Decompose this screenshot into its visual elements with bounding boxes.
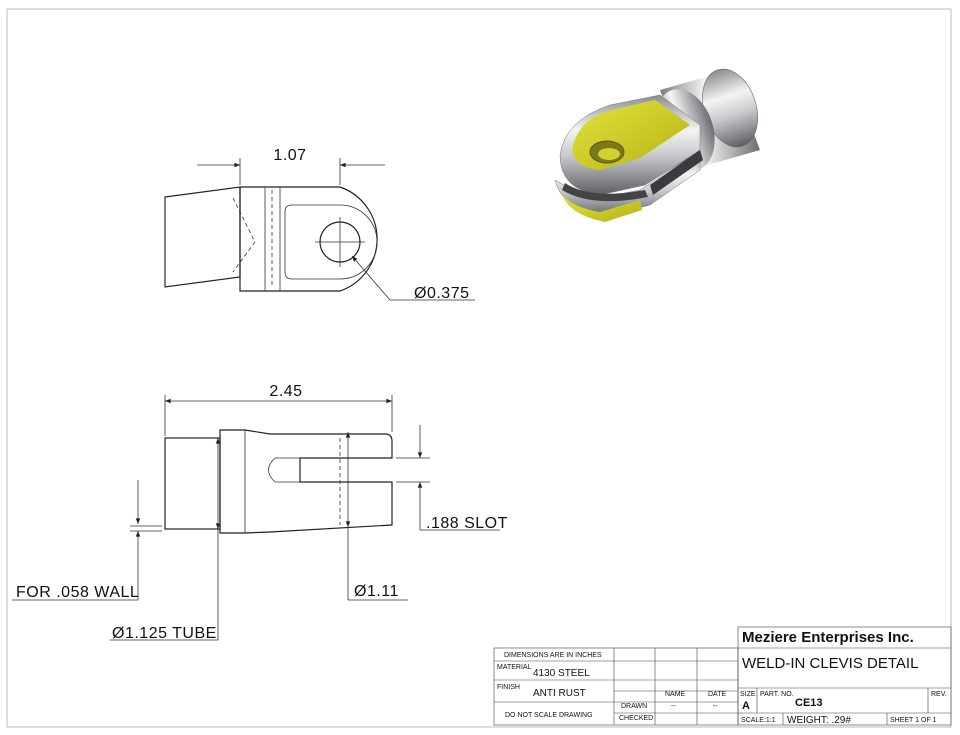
side-view: 2.45 Ø1.125 TUBE FOR .058 WALL Ø1.11 .18… [12,383,508,642]
isometric-view [554,68,760,222]
tb-material-value: 4130 STEEL [533,668,590,679]
dim-tube-diameter: Ø1.125 TUBE [112,625,217,642]
tb-company: Meziere Enterprises Inc. [742,629,914,646]
dim-wall-note: FOR .058 WALL [16,584,139,601]
top-view: 1.07 Ø0.375 [164,147,475,302]
dim-hole-diameter: Ø0.375 [414,285,469,302]
tb-weight: WEIGHT: .29# [787,715,851,726]
title-block: DIMENSIONS ARE IN INCHES MATERIAL 4130 S… [493,626,952,726]
tb-title: WELD-IN CLEVIS DETAIL [742,655,918,672]
tb-size-label: SIZE [740,691,756,698]
tb-drawn-name: -- [671,703,676,710]
tb-drawn-label: DRAWN [621,703,647,710]
dim-top-length: 1.07 [273,147,306,164]
tb-rev-label: REV. [931,691,947,698]
tb-date-header: DATE [708,691,726,698]
tb-do-not-scale: DO NOT SCALE DRAWING [505,712,593,719]
tb-part-no-label: PART. NO. [760,691,794,698]
dim-slot: .188 SLOT [426,515,508,532]
tb-finish-label: FINISH [497,684,520,691]
dim-side-length: 2.45 [269,383,302,400]
dim-body-diameter: Ø1.11 [354,583,399,600]
tb-dimensions-note: DIMENSIONS ARE IN INCHES [504,652,602,659]
tb-finish-value: ANTI RUST [533,688,586,699]
tb-scale: SCALE:1:1 [741,717,776,724]
tb-part-no-value: CE13 [795,697,823,709]
tb-sheet: SHEET 1 OF 1 [890,717,937,724]
tb-drawn-date: -- [713,703,718,710]
tb-size-value: A [742,700,750,712]
sheet-border [6,8,952,728]
tb-material-label: MATERIAL [497,664,532,671]
tb-checked-label: CHECKED [619,715,653,722]
tb-name-header: NAME [665,691,686,698]
